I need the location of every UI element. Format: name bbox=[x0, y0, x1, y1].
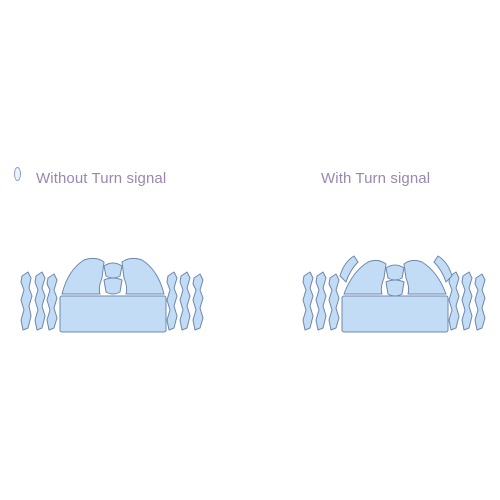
variant-label-without-turn-signal: Without Turn signal bbox=[36, 170, 167, 187]
strip-piece bbox=[315, 271, 327, 331]
headlight-piece-right bbox=[403, 259, 447, 295]
bottom-lens-piece bbox=[341, 295, 449, 333]
turn-signal-piece-left bbox=[339, 255, 359, 283]
strip-piece bbox=[166, 271, 178, 331]
strip-piece bbox=[302, 271, 314, 331]
strip-piece bbox=[20, 271, 33, 331]
center-piece-lower bbox=[385, 279, 405, 297]
turn-signal-piece-right bbox=[433, 255, 453, 283]
right-side-strips bbox=[448, 271, 486, 331]
center-piece-upper bbox=[103, 262, 123, 279]
center-piece-lower bbox=[103, 277, 123, 295]
headlight-piece-left bbox=[343, 259, 387, 295]
strip-piece bbox=[461, 271, 473, 331]
strip-piece bbox=[192, 273, 204, 331]
right-side-strips bbox=[166, 271, 204, 331]
strip-piece bbox=[179, 271, 191, 331]
strip-piece bbox=[448, 271, 460, 331]
kit-with-turn-signal bbox=[302, 255, 486, 333]
bottom-lens-piece bbox=[59, 295, 167, 333]
center-piece-upper bbox=[385, 264, 405, 281]
kit-without-turn-signal bbox=[20, 257, 204, 333]
marker-icon bbox=[14, 167, 21, 181]
strip-piece bbox=[328, 273, 340, 331]
strip-piece bbox=[34, 271, 46, 331]
headlight-piece-left bbox=[61, 257, 105, 295]
strip-piece bbox=[474, 273, 486, 331]
variant-label-with-turn-signal: With Turn signal bbox=[321, 170, 431, 187]
left-side-strips bbox=[20, 271, 58, 331]
strip-piece bbox=[46, 273, 58, 331]
headlight-piece-right bbox=[121, 257, 165, 295]
left-side-strips bbox=[302, 271, 340, 331]
